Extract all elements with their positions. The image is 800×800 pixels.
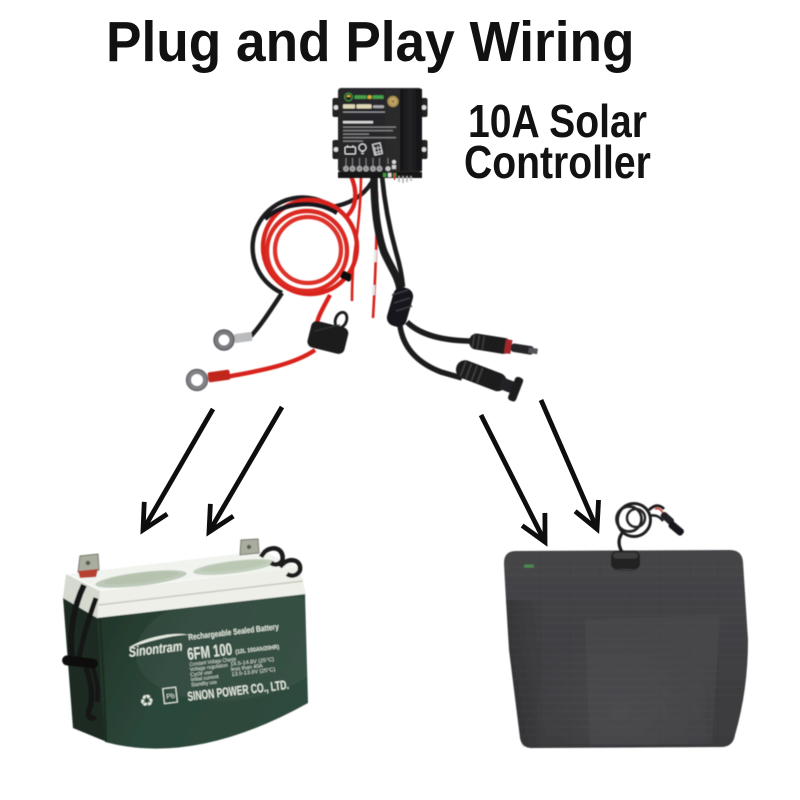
svg-text:13.5-13.8V (25°C): 13.5-13.8V (25°C) [231, 667, 276, 678]
svg-text:14.5-14.8V (25°C): 14.5-14.8V (25°C) [230, 657, 275, 668]
svg-text:(12L 100Ah/20HR): (12L 100Ah/20HR) [235, 645, 279, 656]
svg-text:Cycle use: Cycle use [190, 670, 213, 679]
svg-text:Pb: Pb [166, 693, 175, 701]
svg-text:Standby use: Standby use [191, 680, 218, 689]
svg-text:Voltage regulation: Voltage regulation [190, 663, 228, 673]
svg-text:Constant Voltage Charge: Constant Voltage Charge [189, 657, 236, 669]
svg-text:less than 40A: less than 40A [231, 663, 264, 673]
svg-text:♻: ♻ [139, 692, 155, 711]
svg-text:Initial current: Initial current [190, 674, 219, 683]
